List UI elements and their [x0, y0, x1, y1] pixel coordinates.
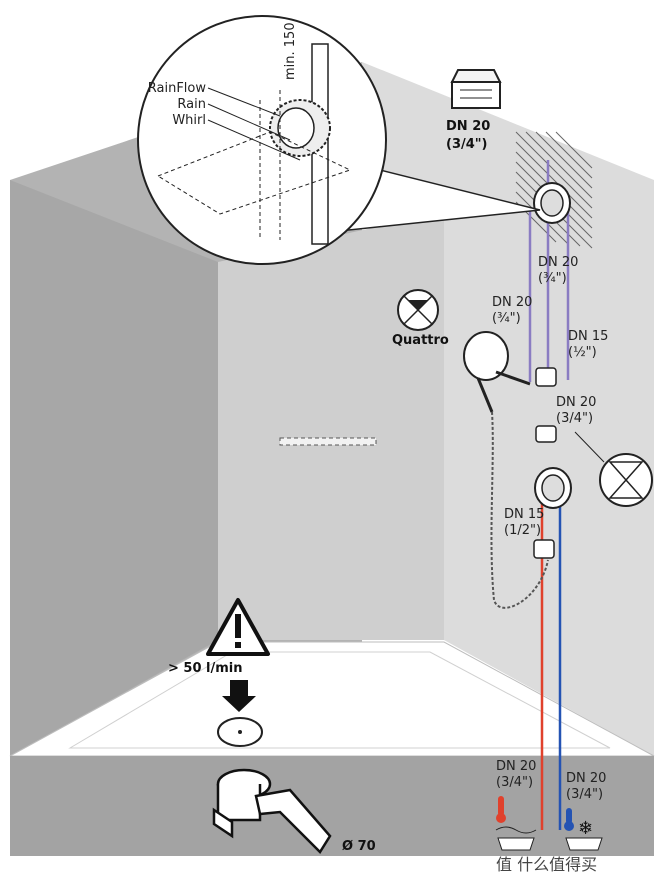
arrow-down-icon — [222, 680, 256, 712]
lower-dn15-inch: (1/2") — [504, 523, 541, 538]
hourglass-icon — [599, 453, 653, 507]
callout-label-rain: Rain — [177, 97, 206, 112]
dn15-size: DN 15 — [568, 329, 608, 344]
siphon-trap — [212, 768, 332, 854]
cold-water-icon: ❄ — [564, 808, 603, 851]
drain-diameter: Ø 70 — [342, 839, 376, 854]
left-wall-side — [10, 180, 218, 756]
supply-top-inch: (3/4") — [446, 137, 488, 152]
leader-rainflow — [207, 87, 281, 117]
supply-top-size: DN 20 — [446, 119, 490, 134]
upper-dn20-inch: (¾") — [538, 271, 567, 286]
hot-supply-size: DN 20 — [496, 759, 536, 774]
lower-dn15-size: DN 15 — [504, 507, 544, 522]
wall-connector-1 — [533, 367, 557, 559]
hot-water-icon — [495, 796, 537, 851]
shower-tray-inner — [68, 651, 611, 749]
zoom-callout — [137, 15, 387, 265]
bottom-band — [0, 856, 664, 884]
callout-drawing — [156, 43, 352, 245]
mixer-outlet-top — [533, 182, 571, 224]
hot-supply-inch: (3/4") — [496, 775, 533, 790]
thermostat-outlet — [534, 467, 572, 509]
callout-dimension: min. 150 — [283, 22, 298, 80]
watermark: 值 什么值得买 — [496, 855, 597, 874]
cold-supply-inch: (3/4") — [566, 787, 603, 802]
upper-dn20-size: DN 20 — [538, 255, 578, 270]
callout-label-whirl: Whirl — [172, 113, 206, 128]
drain-center — [238, 730, 242, 734]
niche-shelf — [279, 437, 377, 446]
quattro-label: Quattro — [392, 333, 449, 348]
floor-strip — [10, 756, 654, 856]
leader-whirl — [207, 119, 301, 161]
hand-shower — [463, 331, 549, 609]
cold-supply-size: DN 20 — [566, 771, 606, 786]
supply-cap-top — [450, 69, 502, 109]
svg-text:❄: ❄ — [578, 818, 593, 839]
handshower-dn20-size: DN 20 — [492, 295, 532, 310]
middle-dn20-inch: (3/4") — [556, 411, 593, 426]
callout-label-rainflow: RainFlow — [148, 81, 207, 96]
dn15-inch: (½") — [568, 345, 597, 360]
hourglass-leader — [574, 431, 605, 463]
back-wall-panel — [218, 212, 444, 640]
middle-dn20-size: DN 20 — [556, 395, 596, 410]
quattro-icon — [397, 289, 439, 331]
leader-rain — [207, 103, 291, 141]
warning-icon — [206, 598, 270, 656]
handshower-dn20-inch: (¾") — [492, 311, 521, 326]
drain-flow-rate: > 50 l/min — [168, 661, 243, 676]
right-wall — [362, 62, 654, 756]
